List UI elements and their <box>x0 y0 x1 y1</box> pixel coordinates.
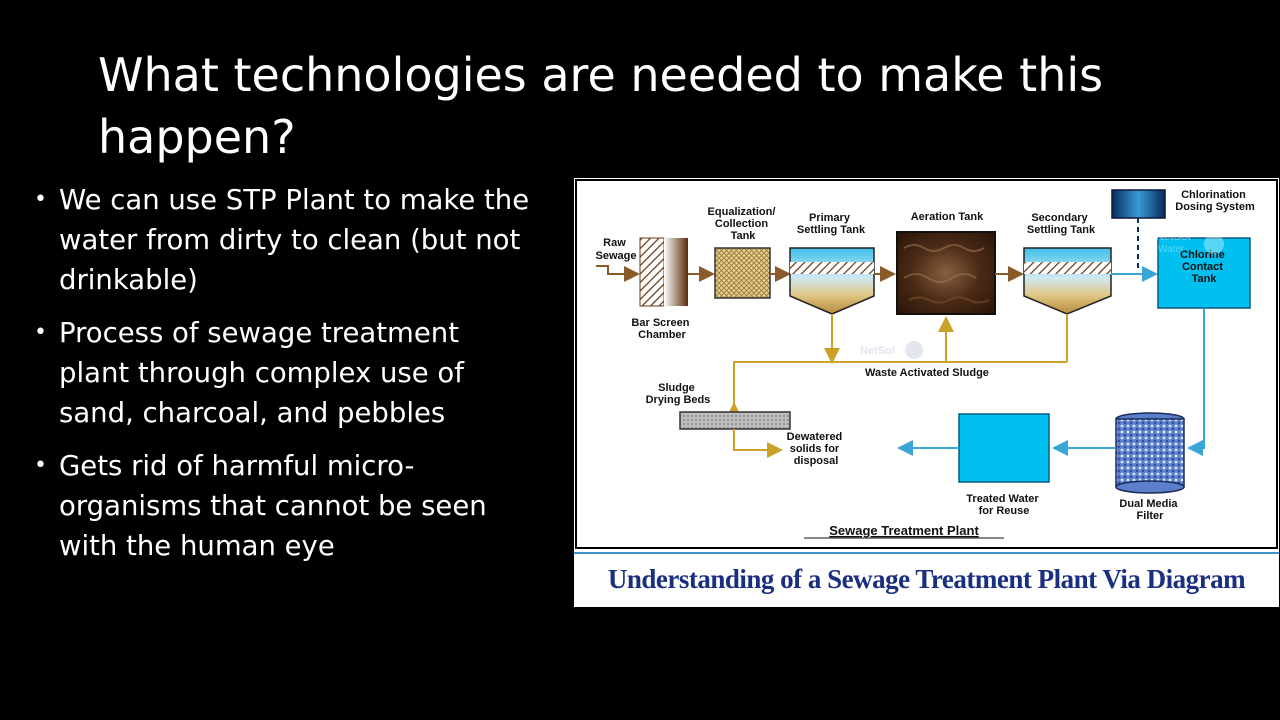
netsol-watermark-icon: NetSol <box>860 341 923 359</box>
dual-media-label: Dual Media Filter <box>1119 498 1180 522</box>
bullet-item: • Gets rid of harmful micro-organisms th… <box>34 446 534 566</box>
plant-title: Sewage Treatment Plant <box>829 523 979 538</box>
bullet-item: • We can use STP Plant to make the water… <box>34 180 534 300</box>
secondary-settling-tank: Secondary Settling Tank <box>1023 212 1112 315</box>
treated-water-label: Treated Water for Reuse <box>966 493 1041 517</box>
waste-sludge-label: Waste Activated Sludge <box>865 367 989 379</box>
primary-label: Primary Settling Tank <box>797 212 866 236</box>
bar-screen-label: Bar Screen Chamber <box>631 317 692 341</box>
slide-title: What technologies are needed to make thi… <box>98 48 1104 164</box>
chlorination-label: Chlorination Dosing System <box>1175 189 1255 213</box>
bullet-text: Process of sewage treatment plant throug… <box>59 317 464 429</box>
bullet-dot-icon: • <box>34 187 47 212</box>
raw-sewage-inlet: Raw Sewage <box>596 237 640 282</box>
flow-arrow-icon <box>1187 308 1205 456</box>
raw-sewage-label: Raw Sewage <box>596 237 637 262</box>
chlorine-contact-label: Chlorine Contact Tank <box>1180 249 1228 285</box>
dewatered-label: Dewatered solids for disposal <box>787 431 846 467</box>
chlorination-dosing-system: Chlorination Dosing System <box>1111 189 1255 272</box>
aeration-label: Aeration Tank <box>911 211 984 223</box>
sludge-drying-beds: Sludge Drying Beds Dewatered solids for … <box>646 382 846 467</box>
svg-text:NetSol: NetSol <box>860 345 895 357</box>
bullet-text: We can use STP Plant to make the water f… <box>59 184 530 296</box>
equalization-tank: Equalization/ Collection Tank <box>708 206 779 299</box>
bullet-dot-icon: • <box>34 320 47 345</box>
svg-text:Water: Water <box>1158 244 1185 255</box>
bar-screen-chamber: Bar Screen Chamber <box>631 237 692 341</box>
primary-settling-tank: Primary Settling Tank <box>789 212 875 315</box>
figure-caption: Understanding of a Sewage Treatment Plan… <box>574 552 1279 607</box>
plant-diagram: Raw Sewage Bar Screen Chamber Equalizati… <box>575 179 1278 549</box>
bullet-text: Gets rid of harmful micro-organisms that… <box>59 450 487 562</box>
bullet-item: • Process of sewage treatment plant thro… <box>34 313 534 433</box>
svg-text:NetSol: NetSol <box>1156 231 1191 243</box>
netsol-watermark-icon: NetSol Water <box>1156 231 1224 255</box>
secondary-label: Secondary Settling Tank <box>1027 212 1096 236</box>
bullet-list: • We can use STP Plant to make the water… <box>34 180 534 579</box>
sewage-treatment-figure: Raw Sewage Bar Screen Chamber Equalizati… <box>574 178 1279 607</box>
bullet-dot-icon: • <box>34 453 47 478</box>
sludge-beds-label: Sludge Drying Beds <box>646 382 711 406</box>
chlorine-contact-tank: Chlorine Contact Tank <box>1157 237 1251 309</box>
inlet-arrow-icon <box>596 265 640 282</box>
aeration-tank: Aeration Tank <box>896 211 996 315</box>
dual-media-filter: Dual Media Filter <box>1115 412 1185 522</box>
waste-sludge-lines: Waste Activated Sludge <box>726 314 1068 418</box>
equalization-label: Equalization/ Collection Tank <box>708 206 779 242</box>
treated-water-tank: Treated Water for Reuse <box>958 413 1050 517</box>
